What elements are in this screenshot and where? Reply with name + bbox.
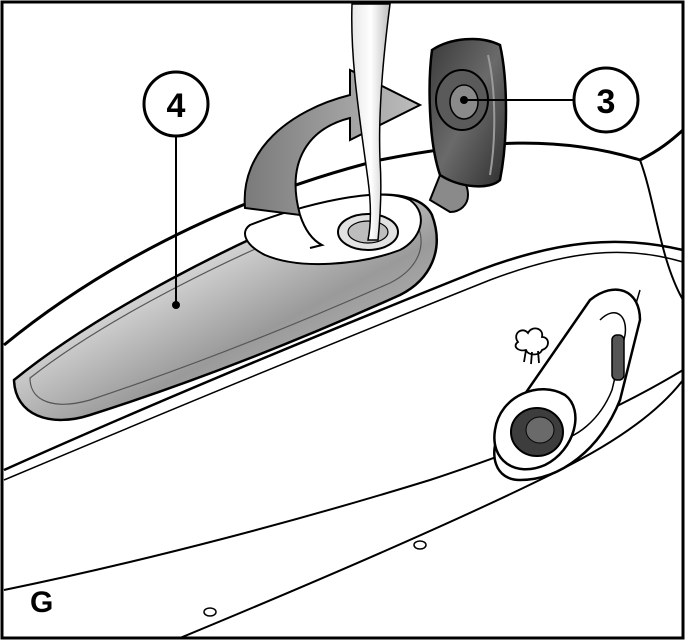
callout-4: 4	[142, 70, 210, 309]
water-stream	[351, 3, 391, 241]
callout-3-label: 3	[597, 83, 616, 121]
steam-icon	[514, 327, 549, 365]
callout-3: 3	[460, 66, 640, 134]
callout-4-label: 4	[167, 87, 186, 125]
panel-letter: G	[30, 586, 53, 619]
steam-button	[493, 387, 577, 471]
tank-cover	[428, 37, 508, 214]
